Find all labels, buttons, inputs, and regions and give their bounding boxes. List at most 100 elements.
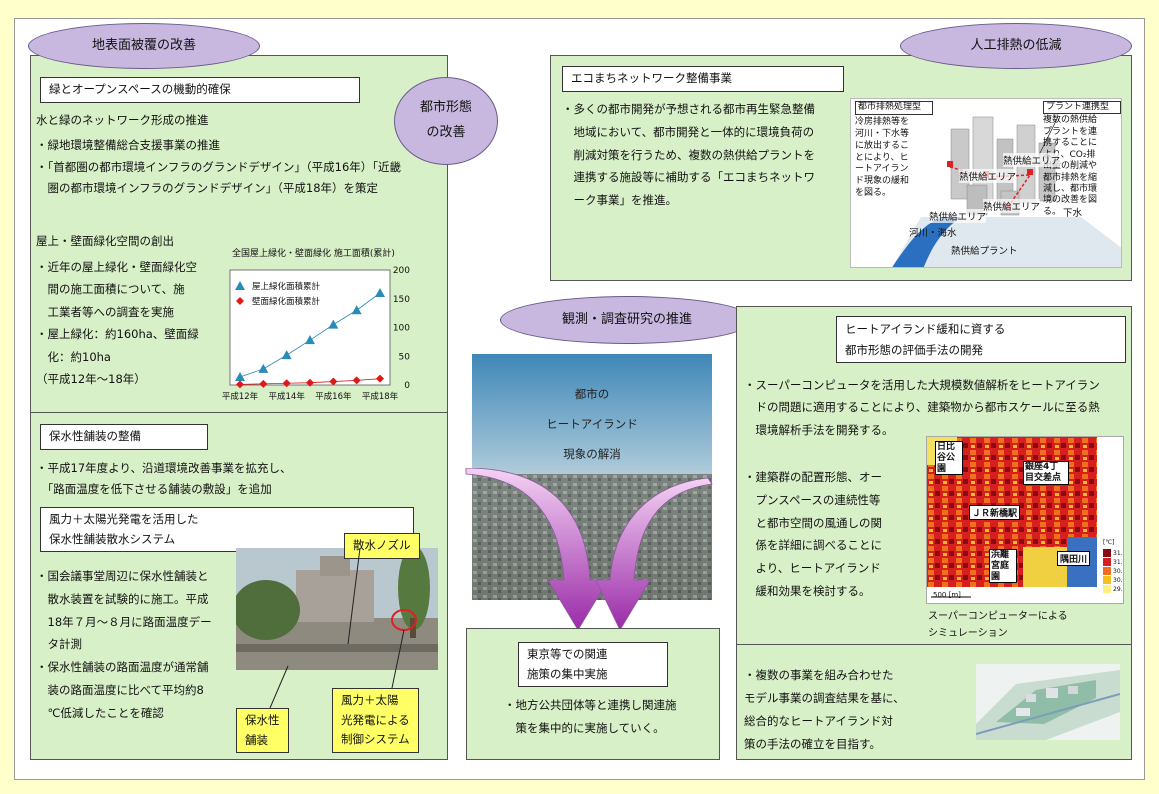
system-title-line: 保水性舗装散水システム (49, 531, 176, 546)
data-point-rooftop (305, 335, 315, 345)
data-point-wall (306, 378, 314, 387)
x-tick-label: 平成18年 (362, 391, 399, 402)
map-legend-value: 31.0 (1113, 559, 1123, 566)
eco-label-left-title: 都市排熱処理型 (855, 101, 933, 115)
y-tick-label: 100 (393, 324, 410, 334)
photo-text-line: 都市の (574, 387, 610, 401)
eco-label-left-line: ド現象の緩和 (855, 176, 910, 187)
callout-pointers (269, 548, 405, 709)
rooftop-title: 屋上・壁面緑化空間の創出 (36, 231, 174, 252)
eco-label-right-line: る。 (1043, 206, 1062, 217)
callout-control-line: 風力＋太陽 (341, 693, 399, 707)
rooftop-line: 化：約10ha (36, 349, 111, 364)
y-tick-label: 200 (393, 266, 410, 276)
heat-map: 日比谷公園 銀座4丁目交差点 ＪＲ新橋駅 浜離宮庭園 隅田川 500 [m] [… (926, 436, 1124, 604)
simulation-line: ドの問題に適用することにより、建築物から都市スケールに至る熱 (744, 400, 1100, 415)
greening-chart: 全国屋上緑化・壁面緑化 施工面積(累計)050100150200平成12年平成1… (222, 247, 411, 402)
eco-label-left-line: に放出するこ (855, 140, 910, 151)
system-line: ℃低減したことを確認 (36, 705, 164, 720)
callout-control: 風力＋太陽 光発電による 制御システム (332, 688, 419, 753)
pavement-photo (236, 548, 438, 670)
green-box-title-text: 緑とオープンスペースの機動的確保 (49, 82, 231, 96)
center-title-line: 施策の集中実施 (527, 666, 608, 681)
pavement-line: ・平成17年度より、沿道環境改善事業を拡充し、 (36, 461, 292, 475)
rooftop-title-text: 屋上・壁面緑化空間の創出 (36, 234, 174, 248)
map-legend-value: 29.5 (1113, 586, 1123, 593)
callout-nozzle: 散水ノズル (344, 533, 420, 559)
model-aerial-image (976, 664, 1120, 740)
data-point-wall (329, 377, 338, 386)
chart-title: 全国屋上緑化・壁面緑化 施工面積(累計) (232, 247, 395, 259)
eco-area-2: 熱供給エリア (1003, 153, 1061, 167)
center-line: 策を集中的に実施していく。 (504, 721, 665, 735)
simulation-box-title: ヒートアイランド緩和に資する 都市形態の評価手法の開発 (836, 316, 1126, 364)
system-line: 散水装置を試験的に施工。平成 (36, 591, 209, 606)
y-tick-label: 0 (404, 381, 410, 391)
data-point-rooftop (258, 363, 269, 373)
pavement-line: 「路面温度を低下させる舗装の敷設」を追加 (36, 482, 272, 497)
eco-label-left-line: 河川・下水等 (855, 128, 910, 139)
system-line: ・国会議事堂周辺に保水性舗装と (36, 569, 209, 583)
caption-line: スーパーコンピューターによる (928, 611, 1068, 622)
green-line: 圏の都市環境インフラのグランドデザイン」（平成18年）を策定 (36, 180, 379, 195)
eco-label-right-line: プラントを連 (1043, 126, 1098, 137)
eco-area-3: 熱供給エリア (929, 209, 987, 223)
y-tick-label: 50 (399, 352, 411, 362)
eco-label-left-line: 冷房排熱等を (855, 116, 910, 127)
simulation-text-block: ・スーパーコンピュータを活用した大規模数値解析をヒートアイラン ドの問題に適用す… (744, 374, 1100, 441)
eco-line: 削減対策を行うため、複数の熱供給プラントを (562, 147, 815, 162)
eco-line: 連携する施設等に補助する「エコまちネットワ (562, 170, 815, 185)
eco-line: ーク事業」を推進。 (562, 193, 677, 208)
eco-label-right-line: 携することに (1043, 138, 1098, 149)
center-line: ・地方公共団体等と連携し関連施 (504, 698, 677, 712)
heading-heat-text: 人工排熱の低減 (970, 37, 1062, 53)
converging-arrows (465, 468, 713, 631)
simulation-title-line: ヒートアイランド緩和に資する (845, 322, 1006, 336)
simulation-line: より、ヒートアイランド (744, 561, 881, 576)
system-line: 装の路面温度に比べて平均約8 (36, 682, 204, 697)
simulation-text-block-2: ・建築群の配置形態、オー プンスペースの連続性等 と都市空間の風通しの関 係を詳… (744, 466, 882, 603)
eco-box-title-text: エコまちネットワーク整備事業 (571, 71, 732, 85)
map-legend-value: 30.0 (1113, 577, 1123, 584)
model-line: 策の手法の確立を目指す。 (744, 737, 881, 751)
data-point-rooftop (351, 305, 362, 315)
legend-marker (236, 297, 244, 305)
green-box-title: 緑とオープンスペースの機動的確保 (40, 77, 360, 103)
simulation-title-line: 都市形態の評価手法の開発 (845, 342, 983, 357)
rooftop-text-block: ・近年の屋上緑化・壁面緑化空 間の施工面積について、施 工業者等への調査を実施 … (36, 256, 199, 391)
map-label-sumida: 隅田川 (1057, 551, 1091, 566)
data-point-wall (259, 379, 268, 388)
eco-line: 地域において、都市開発と一体的に環境負荷の (562, 124, 815, 139)
rooftop-line: 間の施工面積について、施 (36, 282, 185, 297)
map-legend-unit: [℃] (1103, 539, 1115, 546)
data-point-wall (352, 376, 361, 385)
heading-surface-text: 地表面被覆の改善 (91, 37, 196, 53)
simulation-line: 環境解析手法を開発する。 (744, 422, 894, 437)
map-label-hamarikyu: 浜離宮庭園 (989, 549, 1017, 584)
x-tick-label: 平成16年 (315, 391, 352, 402)
rooftop-line: 工業者等への調査を実施 (36, 304, 174, 319)
data-point-wall (236, 380, 244, 389)
data-point-rooftop (328, 319, 339, 329)
data-point-rooftop (235, 371, 245, 381)
photo-text-line: 現象の解消 (563, 446, 621, 461)
system-line: ・保水性舗装の路面温度が通常舗 (36, 660, 209, 675)
map-label-shimbashi: ＪＲ新橋駅 (969, 505, 1021, 520)
model-text-block: ・複数の事業を組み合わせた モデル事業の調査結果を基に、 総合的なヒートアイラン… (744, 664, 905, 756)
pavement-box-title-text: 保水性舗装の整備 (49, 429, 141, 443)
eco-label-right-line: より、CO₂排 (1043, 149, 1096, 160)
map-scale: 500 [m] (933, 591, 961, 599)
city-photo-text: 都市の ヒートアイランド 現象の解消 (536, 380, 648, 470)
eco-label-right: プラント連携型 複数の熱供給 プラントを連 携することに より、CO₂排 出量の… (1043, 101, 1121, 218)
simulation-line: 緩和効果を検討する。 (744, 583, 871, 598)
x-tick-label: 平成14年 (269, 391, 306, 402)
y-tick-label: 150 (393, 295, 410, 305)
heading-urban-form: 都市形態 の改善 (394, 77, 498, 165)
simulation-line: ・スーパーコンピュータを活用した大規模数値解析をヒートアイラン (744, 378, 1100, 392)
eco-plant-label: 熱供給プラント (951, 246, 1018, 257)
map-legend-value: 31.5 (1113, 550, 1123, 557)
pavement-text-block: ・平成17年度より、沿道環境改善事業を拡充し、 「路面温度を低下させる舗装の敷設… (36, 458, 291, 501)
eco-label-left: 都市排熱処理型 冷房排熱等を 河川・下水等 に放出するこ とにより、ヒ ートアイ… (855, 101, 933, 200)
callout-control-line: 制御システム (341, 732, 410, 747)
callout-control-line: 光発電による (341, 712, 410, 727)
